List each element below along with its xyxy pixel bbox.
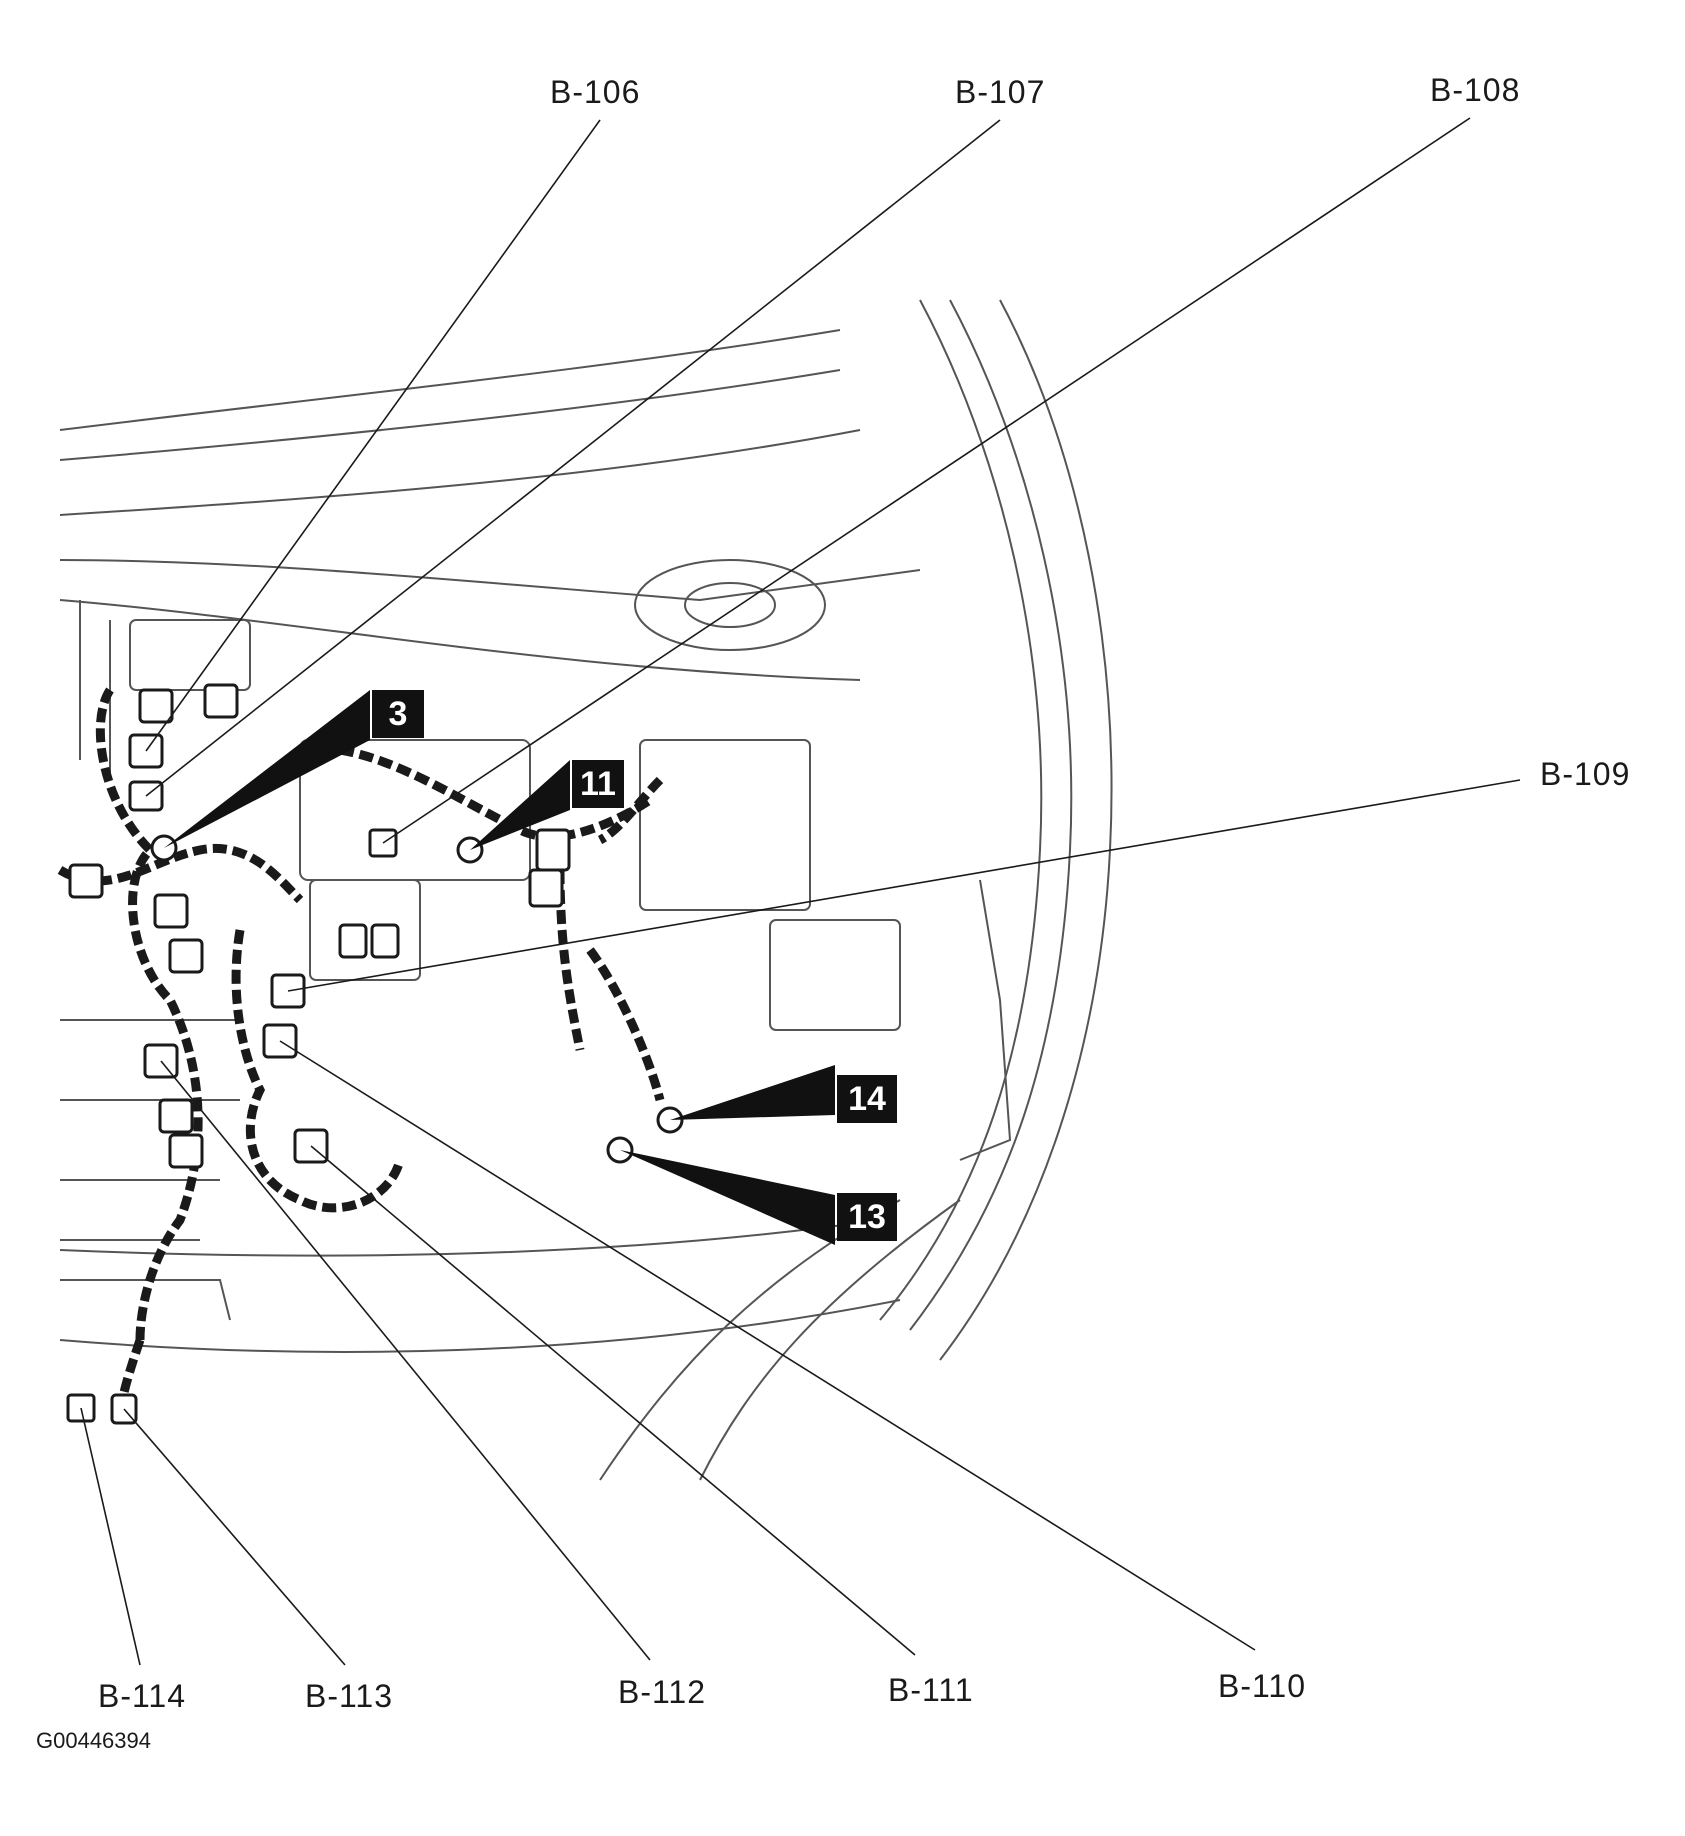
ground-badge-13: 13 xyxy=(837,1193,897,1241)
callout-b107-label: B-107 xyxy=(955,74,1046,110)
wiring-harness xyxy=(57,687,665,1421)
callout-b108-label: B-108 xyxy=(1430,72,1521,108)
leader-b113 xyxy=(123,1408,346,1666)
leader-b112 xyxy=(160,1060,651,1661)
body-panel-outline xyxy=(59,299,1113,1481)
callout-b114-label: B-114 xyxy=(98,1678,187,1714)
callout-b111-label: B-111 xyxy=(888,1672,974,1708)
ground-pointers xyxy=(164,690,835,1245)
leader-b111 xyxy=(310,1145,916,1656)
callout-b113-label: B-113 xyxy=(305,1678,394,1714)
callout-b112-label: B-112 xyxy=(618,1674,707,1710)
ground-badge-11: 11 xyxy=(572,760,624,808)
leader-b107 xyxy=(145,119,1001,797)
callout-b109-label: B-109 xyxy=(1540,756,1631,792)
figure-id: G00446394 xyxy=(36,1728,151,1753)
callout-b110-label: B-110 xyxy=(1218,1668,1307,1704)
leader-b109 xyxy=(287,779,1521,992)
leader-b114 xyxy=(80,1407,141,1666)
leader-lines xyxy=(80,117,1521,1666)
leader-b106 xyxy=(145,119,601,752)
leader-b108 xyxy=(382,117,1471,844)
leader-b110 xyxy=(279,1040,1256,1651)
ground-badge-14: 14 xyxy=(837,1075,897,1123)
callout-b106-label: B-106 xyxy=(550,74,641,110)
ground-badge-3: 3 xyxy=(372,690,424,738)
